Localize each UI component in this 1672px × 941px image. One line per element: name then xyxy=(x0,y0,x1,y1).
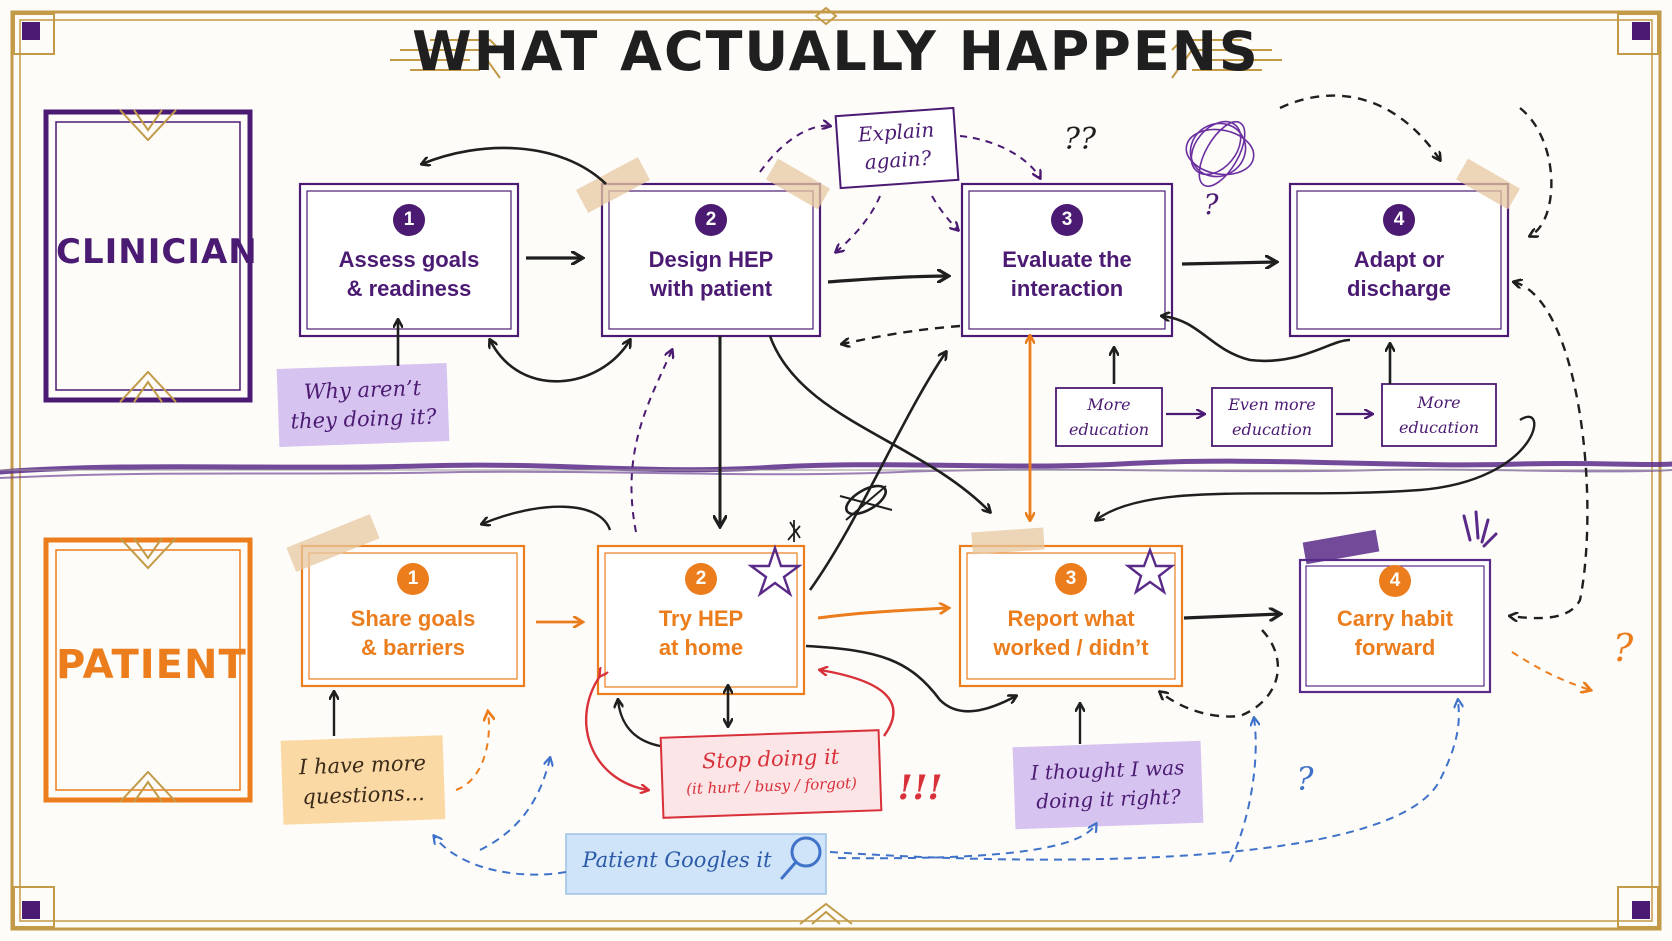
star-icon xyxy=(747,520,1176,598)
patient-step-4-line1: Carry habit xyxy=(1336,606,1454,631)
scribble-icon xyxy=(1185,120,1255,187)
clinician-step-3-number: 3 xyxy=(1051,204,1083,236)
clinician-step-2-line1: Design HEP xyxy=(648,247,774,272)
note-google xyxy=(565,833,827,895)
note-why-not-text: Why aren’t they doing it? xyxy=(277,373,449,437)
clinician-step-4-line2: discharge xyxy=(1347,276,1451,301)
education-box-1-line2: education xyxy=(1069,420,1149,439)
clinician-step-1-line2: & readiness xyxy=(346,276,472,301)
education-box-1-line1: More xyxy=(1087,395,1131,414)
tape-strips xyxy=(286,157,1520,572)
clinician-step-4-line1: Adapt or xyxy=(1353,247,1445,272)
note-why-not-line2: they doing it? xyxy=(290,404,437,434)
patient-arrows xyxy=(334,336,1590,791)
purple-dashed-arrows xyxy=(630,126,1040,533)
purple-solid-arrows xyxy=(1096,414,1536,520)
red-arrows xyxy=(585,670,895,790)
explain-again-box xyxy=(834,106,960,190)
patient-step-2-title: Try HEP at home xyxy=(598,604,804,662)
patient-step-1-title: Share goals & barriers xyxy=(302,604,524,662)
patient-step-2-line1: Try HEP xyxy=(658,606,744,631)
clinician-arrows xyxy=(398,146,1390,526)
note-more-questions-line2: questions... xyxy=(301,780,426,810)
question-mark-adapt: ? xyxy=(1203,188,1219,221)
blue-dashed-arrows xyxy=(434,700,1459,876)
magnifier-icon xyxy=(780,836,822,880)
patient-step-1-line2: & barriers xyxy=(361,635,465,660)
note-explain-text: Explain again? xyxy=(836,114,958,178)
patient-step-4-title: Carry habit forward xyxy=(1300,604,1490,662)
patient-step-3-number: 3 xyxy=(1055,563,1087,595)
page-title: WHAT ACTUALLY HAPPENS xyxy=(412,20,1260,83)
clinician-step-1-number: 1 xyxy=(393,204,425,236)
clinician-step-2-line2: with patient xyxy=(649,276,773,301)
clinician-lane-panel xyxy=(43,109,253,403)
education-box-2-line2: education xyxy=(1232,420,1312,439)
clinician-step-4-number: 4 xyxy=(1383,204,1415,236)
patient-lane-panel xyxy=(43,537,253,803)
note-google-text: Patient Googles it xyxy=(582,848,772,872)
note-thought-right-text: I thought I was doing it right? xyxy=(1013,753,1203,818)
education-box-3-text: More education xyxy=(1382,390,1496,440)
education-box-2-text: Even more education xyxy=(1212,392,1332,442)
clinician-step-3-line2: interaction xyxy=(1010,276,1124,301)
exclamation-marks-red: !!! xyxy=(897,768,943,808)
patient-step-1-line1: Share goals xyxy=(350,606,476,631)
clinician-step-3-title: Evaluate the interaction xyxy=(962,245,1172,303)
patient-step-2-number: 2 xyxy=(685,563,717,595)
question-marks-evaluate: ?? xyxy=(1063,122,1097,157)
exclamation-burst-icon xyxy=(1462,510,1498,548)
education-box-2-line1: Even more xyxy=(1228,395,1316,414)
clinician-step-4-title: Adapt or discharge xyxy=(1290,245,1508,303)
education-box-3-line1: More xyxy=(1417,393,1461,412)
frame-ornaments xyxy=(390,6,1282,925)
lane-label-clinician: CLINICIAN xyxy=(56,232,258,272)
patient-step-4-number: 4 xyxy=(1379,565,1411,597)
note-stop-doing-text: Stop doing it (it hurt / busy / forgot) xyxy=(661,740,881,802)
note-thought-right xyxy=(1012,740,1204,830)
crossed-arrow xyxy=(808,352,946,591)
purple-tape xyxy=(1302,529,1380,565)
clinician-step-3-line1: Evaluate the xyxy=(1002,247,1132,272)
patient-step-3-line2: worked / didn’t xyxy=(993,635,1149,660)
education-boxes xyxy=(1055,383,1497,447)
lane-label-patient: PATIENT xyxy=(56,642,247,688)
question-mark-blue: ? xyxy=(1296,760,1314,798)
corner-squares xyxy=(22,22,1650,919)
note-why-not xyxy=(276,363,450,447)
clinician-step-1-title: Assess goals & readiness xyxy=(300,245,518,303)
patient-step-3-title: Report what worked / didn’t xyxy=(960,604,1182,662)
patient-step-3-line1: Report what xyxy=(1007,606,1135,631)
education-box-1-text: More education xyxy=(1056,392,1162,442)
education-box-3-line2: education xyxy=(1399,418,1479,437)
note-more-questions xyxy=(280,735,446,825)
clinician-step-2-number: 2 xyxy=(695,204,727,236)
patient-step-1-number: 1 xyxy=(397,563,429,595)
clinician-step-1-line1: Assess goals xyxy=(338,247,480,272)
clinician-step-2-title: Design HEP with patient xyxy=(602,245,820,303)
note-stop-doing xyxy=(659,729,883,819)
question-mark-orange: ? xyxy=(1612,626,1634,670)
note-more-questions-text: I have more questions... xyxy=(281,747,445,813)
dashed-arrows xyxy=(842,94,1589,718)
patient-step-2-line2: at home xyxy=(658,635,744,660)
patient-step-4-line2: forward xyxy=(1354,635,1436,660)
